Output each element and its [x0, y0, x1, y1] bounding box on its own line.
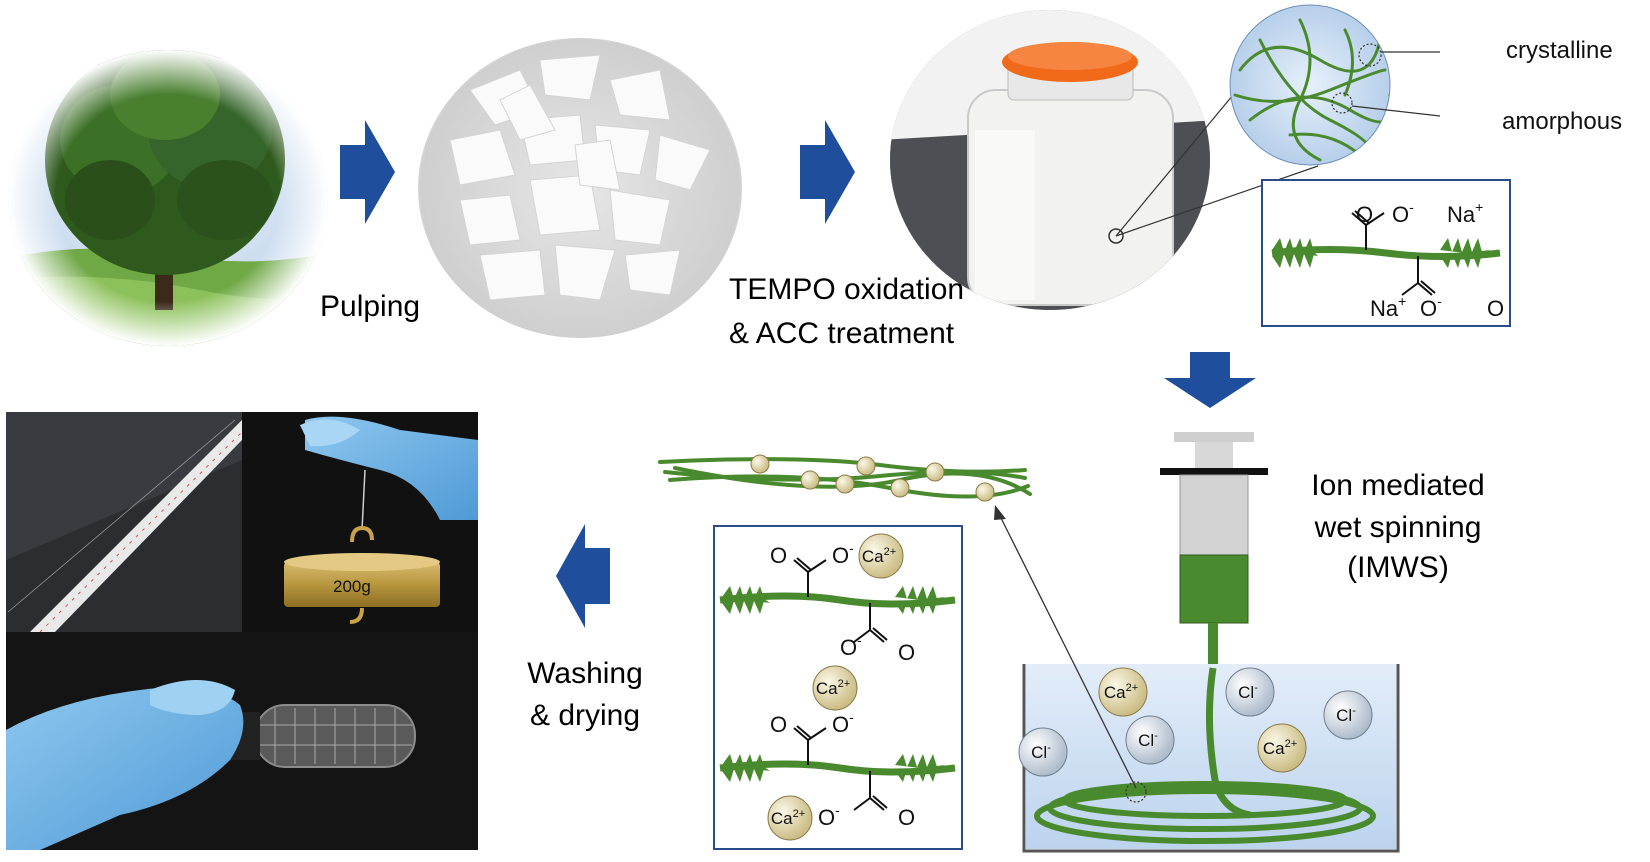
step-label-imws: Ion mediated wet spinning (IMWS): [1278, 468, 1518, 586]
fibril-network: [1229, 4, 1441, 166]
chloride-ion: Cl-: [1125, 715, 1175, 765]
calcium-bead: [856, 456, 876, 476]
step-label-washing: Washing & drying: [510, 656, 660, 734]
arrow-head-icon: [994, 505, 1006, 520]
calcium-ion: Ca2+: [1257, 723, 1307, 773]
arrow-right-icon: [340, 120, 395, 224]
calcium-ion: Ca2+: [858, 533, 904, 579]
fiber-on-ruler-photo: [6, 412, 243, 633]
step-label-tempo-line2: & ACC treatment: [729, 317, 955, 350]
box-ions: Ca2+ Ca2+ Ca2+: [767, 533, 904, 841]
atom-label: O: [898, 805, 915, 830]
calcium-bead: [925, 462, 945, 482]
amorphous-label: amorphous: [1502, 108, 1623, 135]
step-label-washing-line1: Washing: [527, 657, 643, 690]
ion-text: Ca2+: [1263, 738, 1297, 758]
calcium-ion: Ca2+: [812, 665, 858, 711]
fiber-beads: [750, 454, 995, 502]
atom-label: O: [898, 640, 915, 665]
arrow-left-icon: [556, 524, 610, 628]
ion-text: Ca2+: [771, 808, 805, 828]
chloride-ion: Cl-: [1018, 727, 1068, 777]
step-label-imws-line2: wet spinning: [1314, 511, 1482, 544]
na-carboxylate-box: [1261, 179, 1511, 327]
syringe: [1160, 432, 1268, 668]
atom-label: O-: [832, 540, 854, 568]
calcium-ion: Ca2+: [1098, 667, 1148, 717]
ion-text: Ca2+: [1104, 682, 1138, 702]
jar-photo: [890, 10, 1210, 310]
atom-label: Na+: [1370, 293, 1406, 321]
chem-atom-labels: O O- Na+ Na+ O- O O O- O- O O O- O- O: [770, 199, 1504, 830]
step-label-pulping: Pulping: [320, 290, 421, 323]
step-label-imws-line1: Ion mediated: [1311, 469, 1485, 502]
calcium-bead: [890, 478, 910, 498]
calcium-bead: [975, 482, 995, 502]
zoom-point: [1108, 228, 1124, 244]
atom-label: Na+: [1447, 199, 1483, 227]
crystalline-label: crystalline: [1506, 37, 1613, 64]
zoom-line: [1115, 165, 1319, 237]
ion-text: Ca2+: [862, 546, 896, 566]
arrow-down-icon: [1164, 352, 1256, 408]
step-label-imws-line3: (IMWS): [1347, 551, 1449, 584]
atom-label: O: [770, 712, 787, 737]
atom-label: O-: [832, 709, 854, 737]
chloride-ion: Cl-: [1323, 690, 1373, 740]
step-label-tempo-line1: TEMPO oxidation: [729, 273, 965, 306]
calcium-ion: Ca2+: [767, 795, 813, 841]
ion-text: Cl-: [1031, 742, 1051, 762]
ion-text: Ca2+: [816, 678, 850, 698]
calcium-bead: [800, 470, 820, 490]
tree-photo: [8, 50, 328, 346]
step-label-washing-line2: & drying: [529, 699, 641, 732]
ion-text: Cl-: [1238, 682, 1258, 702]
atom-label: O-: [840, 632, 862, 660]
atom-label: O: [1487, 296, 1504, 321]
atom-label: O-: [1392, 199, 1414, 227]
chloride-ion: Cl-: [1225, 667, 1275, 717]
pulp-photo: [418, 38, 742, 338]
atom-label: O: [1356, 202, 1373, 227]
fiber-wound-vial-photo: [6, 632, 478, 850]
calcium-bead: [750, 454, 770, 474]
zoom-line: [997, 511, 1137, 789]
ion-text: Cl-: [1138, 730, 1158, 750]
weight-label: 200g: [333, 577, 371, 596]
atom-label: O: [770, 543, 787, 568]
calcium-bead: [835, 474, 855, 494]
ion-text: Cl-: [1336, 705, 1356, 725]
atom-label: O-: [1420, 293, 1442, 321]
weight-hanging-photo: 200g: [242, 412, 478, 632]
atom-label: O-: [818, 802, 840, 830]
arrow-right-icon: [800, 120, 855, 224]
bath-ions: Ca2+ Cl- Cl- Cl- Ca2+ Cl-: [1018, 667, 1373, 777]
